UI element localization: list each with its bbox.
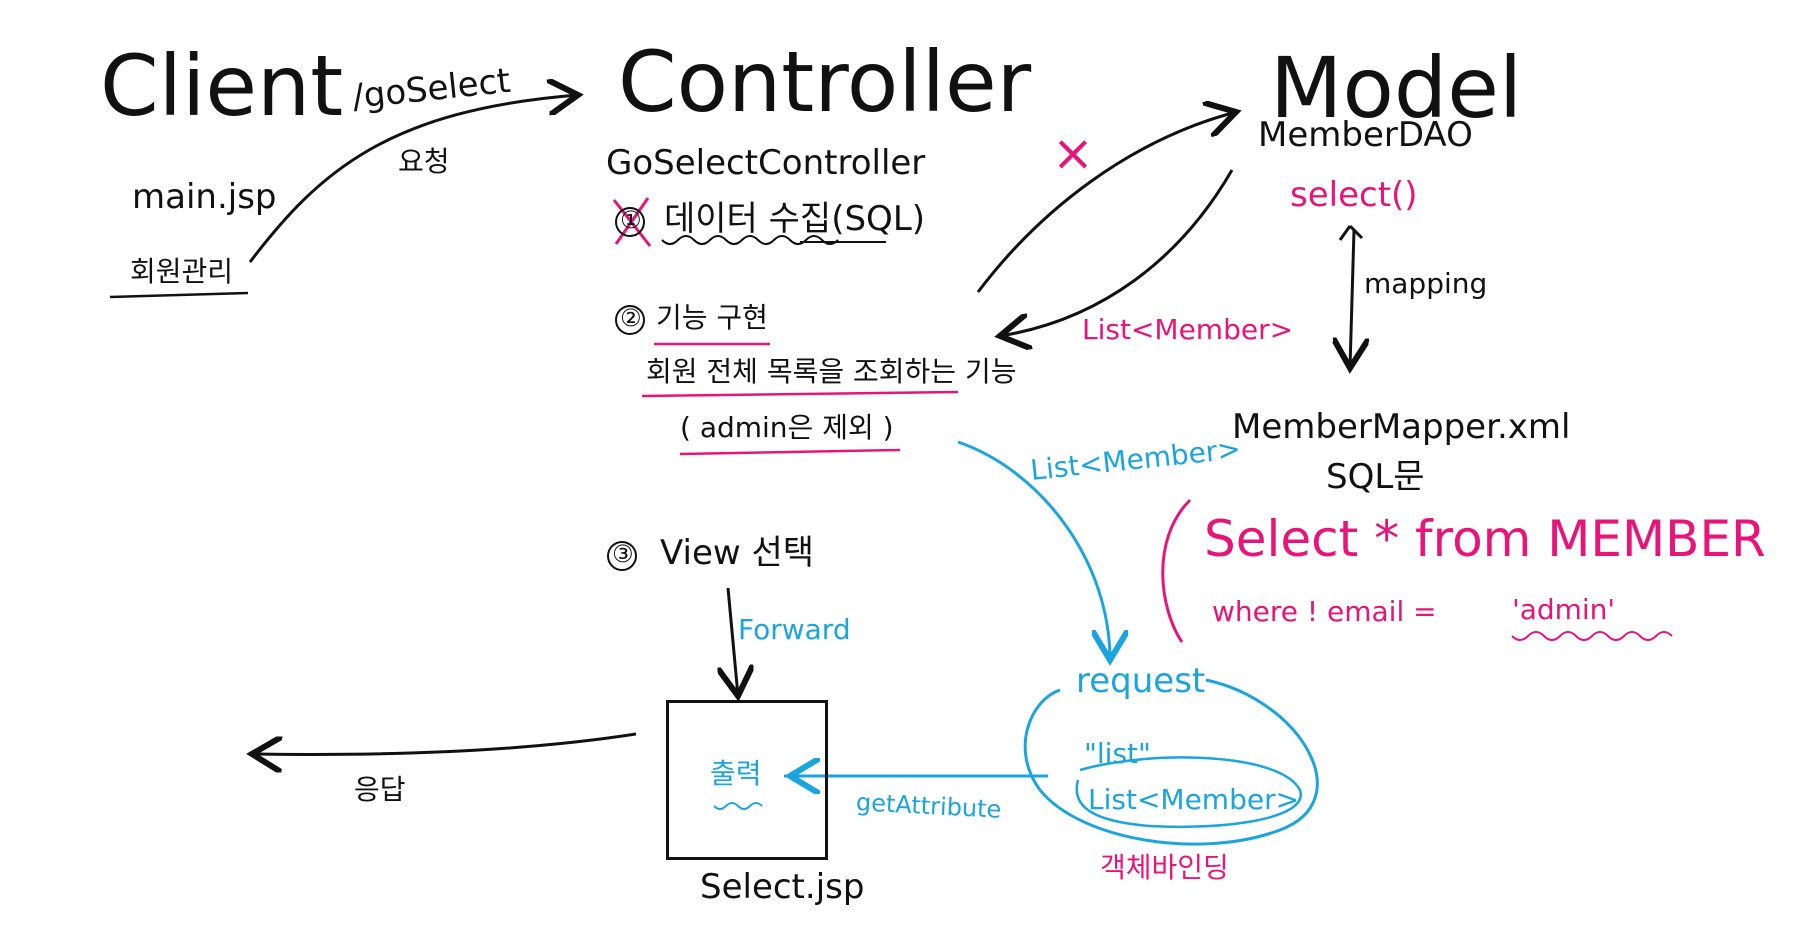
forward-label: Forward — [738, 613, 851, 646]
dao-method: select() — [1290, 175, 1418, 215]
step1-circle — [615, 207, 645, 237]
request-value: List<Member> — [1088, 783, 1300, 816]
step1-wavy-underline — [661, 235, 839, 245]
step1-text: 데이터 수집(SQL) — [664, 199, 926, 239]
step2-note-underline — [679, 448, 901, 456]
model-heading: Model — [1270, 39, 1523, 137]
mapper-file: MemberMapper.xml — [1232, 407, 1571, 447]
get-attribute-label: getAttribute — [855, 788, 1003, 824]
request-key: "list" — [1084, 737, 1151, 770]
view-box — [666, 700, 828, 860]
sql-line1: Select * from MEMBER — [1204, 510, 1766, 568]
request-title: request — [1076, 661, 1206, 701]
step2-note: ( admin은 제외 ) — [680, 411, 894, 444]
dao-return-label: List<Member> — [1082, 313, 1294, 346]
step2-title: 기능 구현 — [656, 301, 768, 334]
client-menu-underline — [109, 291, 249, 299]
request-label: 요청 — [398, 145, 450, 178]
admin-wavy-underline — [1511, 631, 1673, 641]
step3-circle — [607, 541, 637, 571]
response-label: 응답 — [354, 773, 406, 806]
controller-heading: Controller — [618, 33, 1032, 131]
sql-line2-value: 'admin' — [1512, 593, 1616, 626]
request-inner-outline — [1075, 756, 1302, 829]
step3-marker: ③ — [612, 540, 634, 568]
request-scope-outline — [1023, 678, 1319, 846]
controller-to-dao-arrow — [976, 112, 1236, 293]
step2-marker: ② — [620, 304, 642, 332]
step1-marker: ① — [620, 206, 642, 234]
sql-bracket — [1161, 498, 1192, 643]
list-to-request-arrow — [957, 440, 1110, 660]
client-menu: 회원관리 — [130, 255, 234, 288]
response-arrow — [252, 732, 637, 754]
step2-circle — [615, 305, 645, 335]
mapping-arrow — [1350, 229, 1354, 368]
step3-title: View 선택 — [660, 533, 815, 573]
forward-arrow — [728, 587, 738, 696]
view-output: 출력 — [710, 757, 762, 790]
x-mark: × — [1052, 124, 1094, 182]
step2-desc-underline — [641, 390, 959, 398]
sql-label: SQL문 — [1326, 457, 1425, 497]
dao-name: MemberDAO — [1258, 115, 1473, 155]
mapping-label: mapping — [1364, 267, 1488, 300]
binding-label: 객체바인딩 — [1100, 851, 1229, 884]
client-heading: Client — [100, 37, 344, 135]
controller-name: GoSelectController — [606, 143, 926, 183]
dao-to-controller-arrow — [1000, 169, 1234, 336]
sql-line2-prefix: where ! email = — [1212, 595, 1437, 628]
step1-cross — [612, 197, 652, 247]
output-wavy-underline — [713, 802, 763, 810]
view-file: Select.jsp — [700, 867, 865, 907]
client-page: main.jsp — [132, 177, 277, 217]
request-arrow — [248, 95, 578, 263]
step2-desc: 회원 전체 목록을 조회하는 기능 — [646, 355, 1017, 388]
